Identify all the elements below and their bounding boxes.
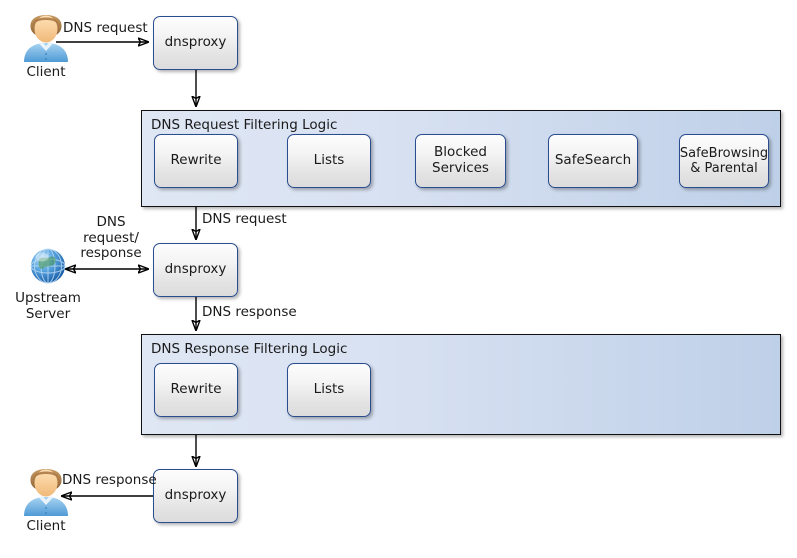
edge-label-proxy-to-client: DNS response [62,472,157,488]
node-response-lists[interactable]: Lists [287,363,371,417]
actor-client-bottom: Client [8,468,84,535]
node-request-safebrowsing-parental[interactable]: SafeBrowsing & Parental [679,134,769,188]
node-dnsproxy-bottom[interactable]: dnsproxy [153,469,238,523]
node-dnsproxy-top[interactable]: dnsproxy [153,16,238,70]
node-request-lists[interactable]: Lists [287,134,371,188]
globe-icon [10,240,86,290]
edge-label-client-to-proxy: DNS request [63,20,148,36]
user-icon [8,468,84,518]
group-title: DNS Request Filtering Logic [151,117,338,133]
node-request-safesearch[interactable]: SafeSearch [548,134,638,188]
actor-upstream-server: Upstream Server [10,240,86,322]
actor-label: Client [26,518,66,534]
edge-label-proxy-to-request-filter: DNS request [202,211,287,227]
actor-label: Upstream Server [15,290,81,322]
group-title: DNS Response Filtering Logic [151,341,348,357]
edge-label-upstream-exchange: DNS request/ response [80,214,142,262]
group-response-filtering: DNS Response Filtering Logic [141,334,781,435]
actor-client-top: Client [8,14,84,81]
node-response-rewrite[interactable]: Rewrite [154,363,238,417]
node-dnsproxy-mid[interactable]: dnsproxy [153,243,238,297]
edge-label-proxy-to-response-filter: DNS response [202,304,297,320]
node-request-rewrite[interactable]: Rewrite [154,134,238,188]
actor-label: Client [26,64,66,80]
node-request-blocked-services[interactable]: Blocked Services [415,134,506,188]
user-icon [8,14,84,64]
